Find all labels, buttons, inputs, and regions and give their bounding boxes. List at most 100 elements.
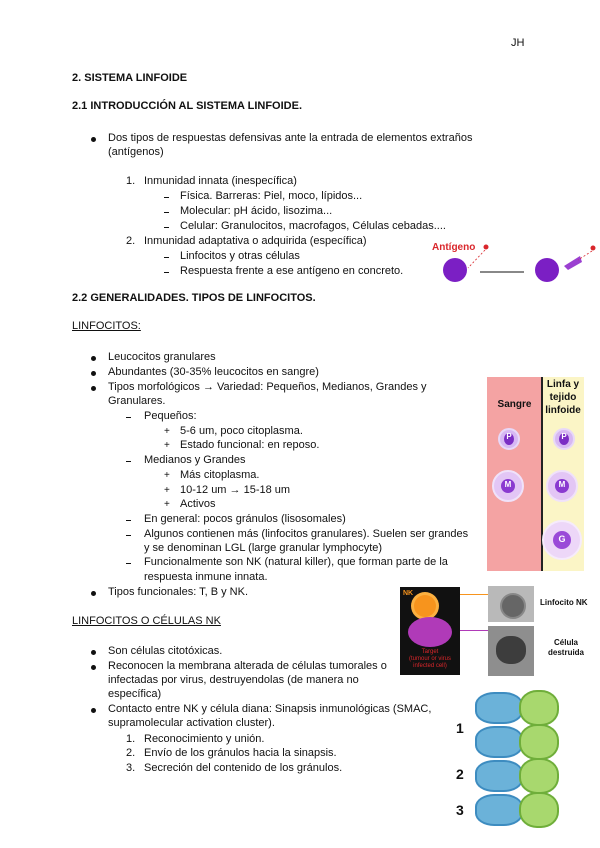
pequenos-label: Pequeños: xyxy=(144,410,197,422)
panel-divider xyxy=(541,377,543,571)
antigen-dot xyxy=(483,244,489,250)
antigen-figure: Antígeno xyxy=(432,242,596,282)
nk-bullet-1: Son células citotóxicas. xyxy=(108,645,223,657)
item-innata: Inmunidad innata (inespecífica) xyxy=(144,175,297,187)
antigen-pointer xyxy=(577,250,593,261)
plus-marker: + xyxy=(164,485,170,496)
algunos-text-line2: y se denominan LGL (large granular lymph… xyxy=(144,542,383,554)
dash xyxy=(164,257,169,258)
subsection-2-2-title: 2.2 GENERALIDADES. TIPOS DE LINFOCITOS. xyxy=(72,292,316,304)
sub-item: Celular: Granulocitos, macrofagos, Célul… xyxy=(180,220,446,232)
tipos-funcionales: Tipos funcionales: T, B y NK. xyxy=(108,586,249,598)
label-celula-destruida: Célula destruida xyxy=(548,638,585,657)
synapse-figure xyxy=(472,686,582,828)
micrograph-nk xyxy=(488,586,534,622)
func-text-line1: Funcionalmente son NK (natural killer), … xyxy=(144,556,448,568)
algunos-text-line1: Algunos contienen más (linfocitos granul… xyxy=(144,528,469,540)
micrograph-destroyed xyxy=(488,626,534,676)
target-cell-icon xyxy=(408,617,452,647)
lymphocyte-medium: M xyxy=(492,470,524,502)
sub-item: Física. Barreras: Piel, moco, lípidos... xyxy=(180,190,363,202)
bullet xyxy=(91,371,96,376)
step-label: Secreción del contenido de los gránulos. xyxy=(144,762,343,774)
antigen-dot xyxy=(590,245,596,251)
bullet xyxy=(91,386,96,391)
bullet-text: Abundantes (30-35% leucocitos en sangre) xyxy=(108,366,319,378)
nk-bullet-3-line2: supramolecular activation cluster). xyxy=(108,717,275,729)
lymphocyte-medium: M xyxy=(546,470,578,502)
bullet xyxy=(91,708,96,713)
subsection-2-1-title: 2.1 INTRODUCCIÓN AL SISTEMA LINFOIDE. xyxy=(72,100,302,112)
dash xyxy=(126,563,131,564)
dash xyxy=(126,520,131,521)
linfocitos-heading: LINFOCITOS: xyxy=(72,320,141,332)
synapse-step-3: 3 xyxy=(456,802,464,818)
step-label: Reconocimiento y unión. xyxy=(144,733,265,745)
sub-item: 5-6 um, poco citoplasma. xyxy=(180,425,303,437)
intro-bullet-line1: Dos tipos de respuestas defensivas ante … xyxy=(108,132,473,144)
nk-cell-icon xyxy=(414,595,436,617)
sub-item: Linfocitos y otras células xyxy=(180,250,300,262)
nk-bullet-2-line3: específica) xyxy=(108,688,162,700)
step-label: Envío de los gránulos hacia la sinapsis. xyxy=(144,747,337,759)
antibody-icon xyxy=(564,256,582,270)
step-number: 3. xyxy=(126,762,136,774)
lymphocyte-small: P xyxy=(553,428,575,450)
bullet-text: Tipos morfológicos → Variedad: Pequeños,… xyxy=(108,381,427,393)
bullet xyxy=(91,650,96,655)
nk-attack-image: NK Target (tumour or virus infected cell… xyxy=(400,587,460,675)
lymphocyte-small: P xyxy=(498,428,520,450)
label-linfocito-nk: Linfocito NK xyxy=(540,598,588,607)
linfa-label: Linfa y tejido linfoide xyxy=(545,379,581,416)
nk-heading: LINFOCITOS O CÉLULAS NK xyxy=(72,615,221,627)
cell-icon xyxy=(535,258,559,282)
plus-marker: + xyxy=(164,499,170,510)
sub-item: Respuesta frente a ese antígeno en concr… xyxy=(180,265,404,277)
sub-item: Activos xyxy=(180,498,216,510)
sub-item: Más citoplasma. xyxy=(180,469,260,481)
sangre-label: Sangre xyxy=(497,399,532,410)
target-caption: Target (tumour or virus infected cell) xyxy=(408,649,451,669)
plus-marker: + xyxy=(164,440,170,451)
nk-bullet-2-line1: Reconocen la membrana alterada de célula… xyxy=(108,660,387,672)
nk-label: NK xyxy=(403,590,414,597)
dash xyxy=(164,197,169,198)
plus-marker: + xyxy=(164,426,170,437)
bullet xyxy=(91,665,96,670)
synapse-step-1: 1 xyxy=(456,720,464,736)
func-text-line2: respuesta inmune innata. xyxy=(144,571,268,583)
item-number: 2. xyxy=(126,235,136,247)
general-text: En general: pocos gránulos (lisosomales) xyxy=(144,513,346,525)
dash xyxy=(164,272,169,273)
medianos-label: Medianos y Grandes xyxy=(144,454,246,466)
bullet xyxy=(91,591,96,596)
antigen-pointer xyxy=(467,249,486,269)
intro-bullet-line2: (antígenos) xyxy=(108,146,164,158)
plus-marker: + xyxy=(164,470,170,481)
sub-item: Molecular: pH ácido, lisozima... xyxy=(180,205,333,217)
item-number: 1. xyxy=(126,175,136,187)
synapse-step-2: 2 xyxy=(456,766,464,782)
arrow-line xyxy=(460,630,488,631)
author-initials: JH xyxy=(511,37,525,49)
dash xyxy=(126,461,131,462)
section-title: 2. SISTEMA LINFOIDE xyxy=(72,72,188,84)
dash xyxy=(164,212,169,213)
lymphocyte-large: G xyxy=(542,520,582,560)
step-number: 2. xyxy=(126,747,136,759)
dash xyxy=(164,227,169,228)
item-adaptativa: Inmunidad adaptativa o adquirida (especí… xyxy=(144,235,367,247)
sub-item: Estado funcional: en reposo. xyxy=(180,439,320,451)
antigen-label: Antígeno xyxy=(432,242,475,253)
bullet xyxy=(91,356,96,361)
sub-item: 10-12 um → 15-18 um xyxy=(180,484,291,496)
nk-bullet-2-line2: infectadas por virus, destruyendolas (de… xyxy=(108,674,359,686)
nk-bullet-3-line1: Contacto entre NK y célula diana: Sinaps… xyxy=(108,703,432,715)
bullet xyxy=(91,137,96,142)
cell-icon xyxy=(443,258,467,282)
dash xyxy=(126,417,131,418)
dash xyxy=(126,535,131,536)
step-number: 1. xyxy=(126,733,136,745)
arrow-line xyxy=(460,594,488,595)
bullet-text: Leucocitos granulares xyxy=(108,351,216,363)
